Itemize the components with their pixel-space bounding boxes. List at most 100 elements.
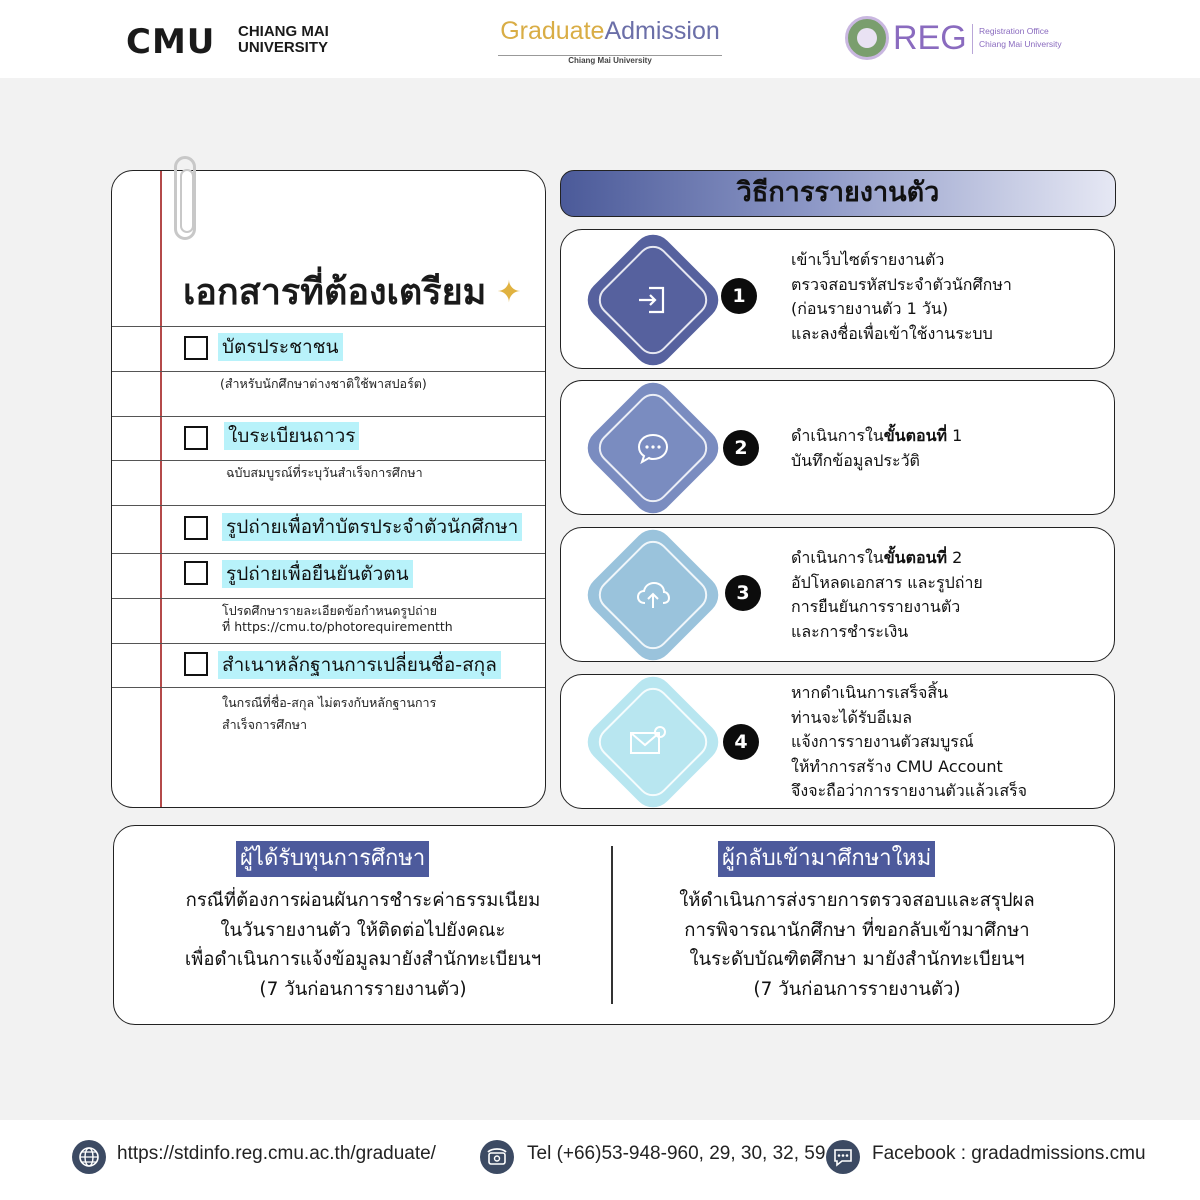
login-icon [639,286,665,314]
readmission-text: ให้ดำเนินการส่งรายการตรวจสอบและสรุปผล กา… [622,886,1092,1004]
notebook-rule [112,687,545,688]
mail-icon [630,726,666,754]
notebook-rule [112,416,545,417]
reg-word: REG [893,19,967,57]
step-card-1: 1 เข้าเว็บไซต์รายงานตัว ตรวจสอบรหัสประจำ… [560,226,1115,374]
notebook-rule [112,643,545,644]
doc-note-identity-photo: โปรดศึกษารายละเอียดข้อกำหนดรูปถ่าย ที่ h… [222,601,453,636]
doc-note-id-card: (สำหรับนักศึกษาต่างชาติใช้พาสปอร์ต) [220,376,427,391]
step-3-text: ดำเนินการในขั้นตอนที่ 2 อัปโหลดเอกสาร แล… [791,546,983,644]
checkbox-name-change[interactable] [184,652,208,676]
doc-label-name-change: สำเนาหลักฐานการเปลี่ยนชื่อ-สกุล [218,651,501,679]
reg-logo[interactable]: REG Registration Office Chiang Mai Unive… [845,16,1085,62]
chat-icon [637,433,669,465]
step-3-line: อัปโหลดเอกสาร และรูปถ่าย [791,572,983,592]
step-4-line: ท่านจะได้รับอีเมล [791,707,913,727]
readmission-line: การพิจารณานักศึกษา ที่ขอกลับเข้ามาศึกษา [684,919,1030,941]
header: CMU CHIANG MAI UNIVERSITY GraduateAdmiss… [0,0,1200,78]
doc-label-id-card: บัตรประชาชน [218,333,343,361]
cmu-logo[interactable]: CMU CHIANG MAI UNIVERSITY [126,20,356,62]
step-4-line: ให้ทำการสร้าง CMU Account [791,756,1003,776]
step-2-line: ดำเนินการในขั้นตอนที่ 1 [791,424,962,449]
ga-sub-wrap: Chiang Mai University [490,48,730,65]
notebook-rule [112,371,545,372]
checkbox-identity-photo[interactable] [184,561,208,585]
phone-number[interactable]: Tel (+66)53-948-960, 29, 30, 32, 59 [527,1143,826,1164]
ga-subtitle: Chiang Mai University [560,56,660,65]
graduate-admission-logo[interactable]: GraduateAdmission Chiang Mai University [490,16,730,66]
doc-note-line: ที่ https://cmu.to/photorequirementth [222,619,453,634]
checkbox-student-card-photo[interactable] [184,516,208,540]
scholarship-heading: ผู้ได้รับทุนการศึกษา [236,841,430,877]
doc-note-transcript: ฉบับสมบูรณ์ที่ระบุวันสำเร็จการศึกษา [226,465,423,480]
ga-word1: Graduate [500,17,605,45]
facebook-link[interactable]: Facebook : gradadmissions.cmu [872,1143,1146,1164]
step-3-suffix: 2 [947,548,963,567]
special-cases-box: ผู้ได้รับทุนการศึกษา กรณีที่ต้องการผ่อนผ… [113,825,1115,1025]
scholarship-line: ในวันรายงานตัว ให้ติดต่อไปยังคณะ [220,919,506,941]
reg-line2: Chiang Mai University [979,39,1062,49]
reg-separator [972,24,973,54]
doc-note-line: สำเร็จการศึกษา [222,717,308,732]
doc-label-identity-photo: รูปถ่ายเพื่อยืนยันตัวตน [222,560,413,588]
notebook-rule [112,505,545,506]
notebook-rule [112,553,545,554]
step-number-4: 4 [723,724,759,760]
reg-seal-icon [845,16,889,60]
step-1-line: (ก่อนรายงานตัว 1 วัน) [791,299,949,318]
readmission-line: ให้ดำเนินการส่งรายการตรวจสอบและสรุปผล [679,890,1035,911]
step-4-line: จึงจะถือว่าการรายงานตัวแล้วเสร็จ [791,781,1028,800]
step-1-line: และลงชื่อเพื่อเข้าใช้งานระบบ [791,323,993,343]
cloud-upload-icon [636,581,671,608]
documents-notebook [111,170,546,808]
doc-note-name-change: ในกรณีที่ชื่อ-สกุล ไม่ตรงกับหลักฐานการ ส… [222,693,436,734]
step-3-line: การยืนยันการรายงานตัว [791,597,961,616]
step-2-line: บันทึกข้อมูลประวัติ [791,450,920,470]
readmission-line: ในระดับบัณฑิตศึกษา มายังสำนักทะเบียนฯ [689,949,1025,970]
notebook-rule [112,460,545,461]
doc-label-student-card-photo: รูปถ่ายเพื่อทำบัตรประจำตัวนักศึกษา [222,513,523,541]
reg-office-text: Registration Office Chiang Mai Universit… [979,25,1062,51]
step-2-bold: ขั้นตอนที่ [883,426,948,445]
step-1-text: เข้าเว็บไซต์รายงานตัว ตรวจสอบรหัสประจำตั… [791,248,1012,346]
scholarship-text: กรณีที่ต้องการผ่อนผันการชำระค่าธรรมเนียม… [128,886,598,1004]
doc-label-transcript: ใบระเบียนถาวร [224,422,360,450]
notebook-rule [112,598,545,599]
step-1-line: เข้าเว็บไซต์รายงานตัว [791,250,945,269]
phone-icon [480,1140,514,1174]
chat-bubble-icon [826,1140,860,1174]
checkbox-transcript[interactable] [184,426,208,450]
ga-word2: Admission [604,17,720,45]
step-number-2: 2 [723,430,759,466]
scholarship-line: (7 วันก่อนการรายงานตัว) [259,978,467,1000]
scholarship-line: กรณีที่ต้องการผ่อนผันการชำระค่าธรรมเนียม [185,890,541,911]
scholarship-line: เพื่อดำเนินการแจ้งข้อมูลมายังสำนักทะเบีย… [184,949,542,970]
paperclip-icon [174,156,196,240]
doc-note-line: โปรดศึกษารายละเอียดข้อกำหนดรูปถ่าย [222,603,437,618]
reg-line1: Registration Office [979,26,1049,36]
globe-icon [72,1140,106,1174]
website-link[interactable]: https://stdinfo.reg.cmu.ac.th/graduate/ [117,1143,436,1164]
cmu-line2: UNIVERSITY [238,39,329,56]
cmu-line1: CHIANG MAI [238,23,329,40]
step-number-1: 1 [721,278,757,314]
step-2-suffix: 1 [947,426,963,445]
step-3-prefix: ดำเนินการใน [791,548,884,567]
step-4-text: หากดำเนินการเสร็จสิ้น ท่านจะได้รับอีเมล … [791,681,1027,804]
step-1-line: ตรวจสอบรหัสประจำตัวนักศึกษา [791,274,1012,294]
cmu-wordmark: CHIANG MAI UNIVERSITY [238,24,329,56]
step-3-line: ดำเนินการในขั้นตอนที่ 2 [791,546,983,571]
cmu-mark: CMU [126,22,216,62]
step-3-bold: ขั้นตอนที่ [883,548,948,567]
step-3-line: และการชำระเงิน [791,621,909,641]
step-4-line: หากดำเนินการเสร็จสิ้น [791,683,949,702]
notebook-rule [112,326,545,327]
readmission-heading: ผู้กลับเข้ามาศึกษาใหม่ [718,841,936,877]
step-number-3: 3 [725,575,761,611]
checkbox-id-card[interactable] [184,336,208,360]
ga-title: GraduateAdmission [490,16,730,46]
step-2-text: ดำเนินการในขั้นตอนที่ 1 บันทึกข้อมูลประว… [791,424,962,473]
step-card-3: 3 ดำเนินการในขั้นตอนที่ 2 อัปโหลดเอกสาร … [560,521,1115,669]
step-card-4: 4 หากดำเนินการเสร็จสิ้น ท่านจะได้รับอีเม… [560,668,1115,816]
step-card-2: 2 ดำเนินการในขั้นตอนที่ 1 บันทึกข้อมูลปร… [560,374,1115,522]
